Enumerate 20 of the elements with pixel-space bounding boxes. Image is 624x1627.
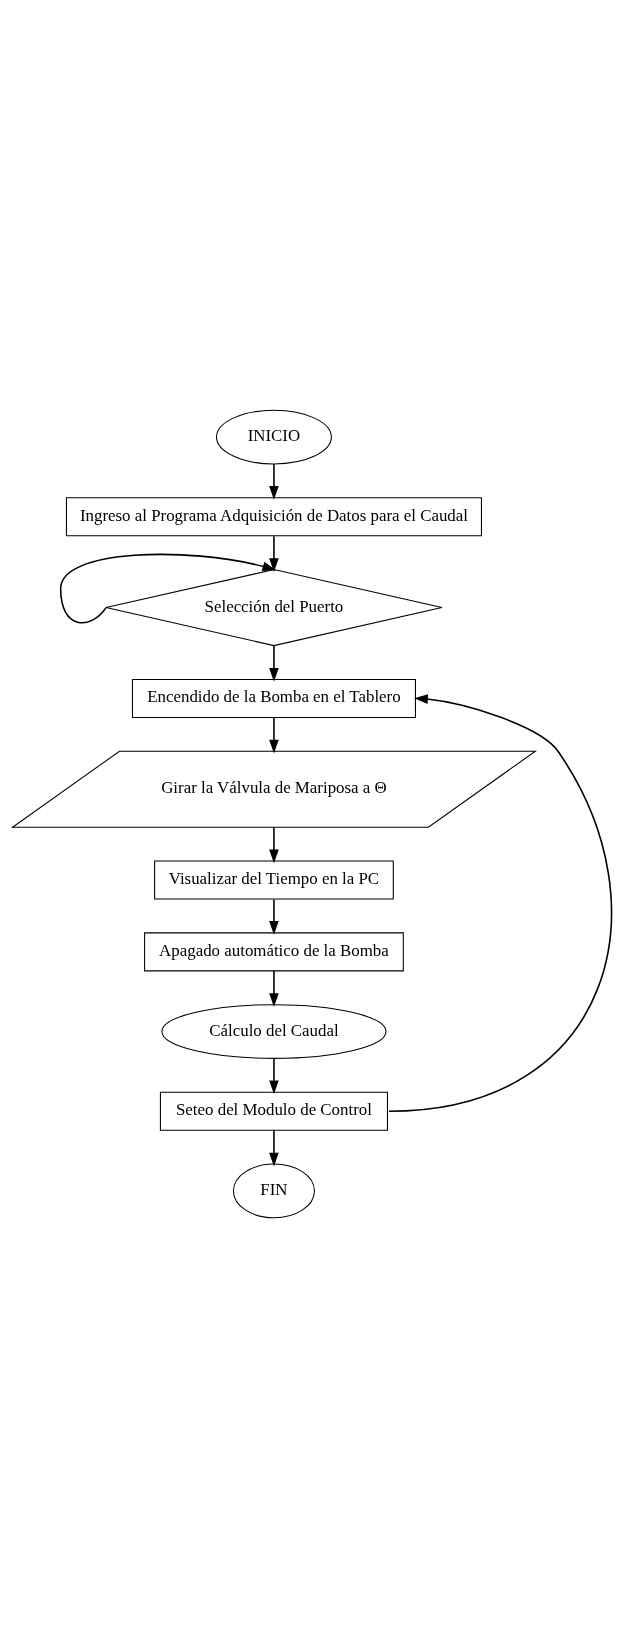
node-diamond: Selección del Puerto (105, 568, 443, 646)
arrow (269, 534, 279, 572)
arrow (269, 898, 279, 935)
node-ellipse: INICIO (216, 409, 332, 464)
arrow (269, 462, 279, 500)
node-box: Seteo del Modulo de Control (159, 1091, 388, 1131)
arrow (269, 826, 279, 863)
node-ellipse: FIN (232, 1163, 315, 1218)
arrow (269, 969, 279, 1007)
node-box: Encendido de la Bomba en el Tablero (131, 678, 416, 718)
node-ellipse: Cálculo del Caudal (161, 1003, 387, 1059)
arrow (269, 1057, 279, 1094)
arrow (269, 1129, 279, 1166)
arrow (269, 716, 279, 754)
arrow (388, 693, 613, 1112)
node-box: Apagado automático de la Bomba (144, 931, 404, 971)
node-box: Ingreso al Programa Adquisición de Datos para el Caudal (65, 496, 482, 536)
node-box: Visualizar del Tiempo en la PC (154, 860, 394, 900)
arrow (59, 553, 277, 624)
arrow (269, 644, 279, 682)
